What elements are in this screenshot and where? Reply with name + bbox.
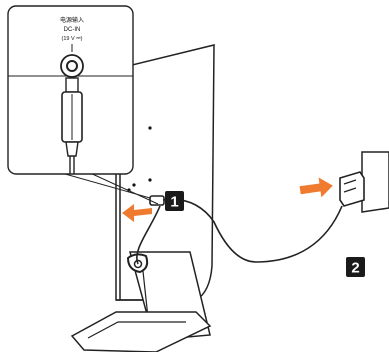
inset-label-line2: DC-IN bbox=[64, 27, 81, 33]
vesa-hole bbox=[148, 126, 152, 130]
stand-base-inner bbox=[87, 321, 186, 339]
power-cable-loop bbox=[136, 205, 161, 265]
power-cable bbox=[162, 198, 343, 263]
wall-outlet bbox=[361, 151, 389, 213]
dc-plug-strain-relief bbox=[65, 141, 79, 157]
step-badge-1 bbox=[165, 191, 184, 211]
dc-in-jack-inner bbox=[66, 60, 78, 72]
dc-plug-tip bbox=[65, 77, 79, 93]
vesa-hole bbox=[148, 178, 152, 182]
inset-label-line3: (19 V ⎓) bbox=[62, 36, 83, 42]
dc-plug-cable bbox=[69, 156, 75, 174]
vesa-hole bbox=[132, 183, 136, 187]
plug-in-arrow-2 bbox=[299, 177, 333, 198]
power-plug-prong bbox=[343, 179, 357, 193]
stand-base bbox=[70, 311, 212, 352]
step-label-1: 1 bbox=[170, 194, 178, 211]
step-label-2: 2 bbox=[351, 260, 359, 277]
inset-label-line1: 电源输入 bbox=[60, 16, 84, 24]
step-badge-2 bbox=[346, 257, 365, 277]
inset-callout-line bbox=[87, 171, 159, 205]
plug-in-arrow-1 bbox=[122, 204, 152, 222]
